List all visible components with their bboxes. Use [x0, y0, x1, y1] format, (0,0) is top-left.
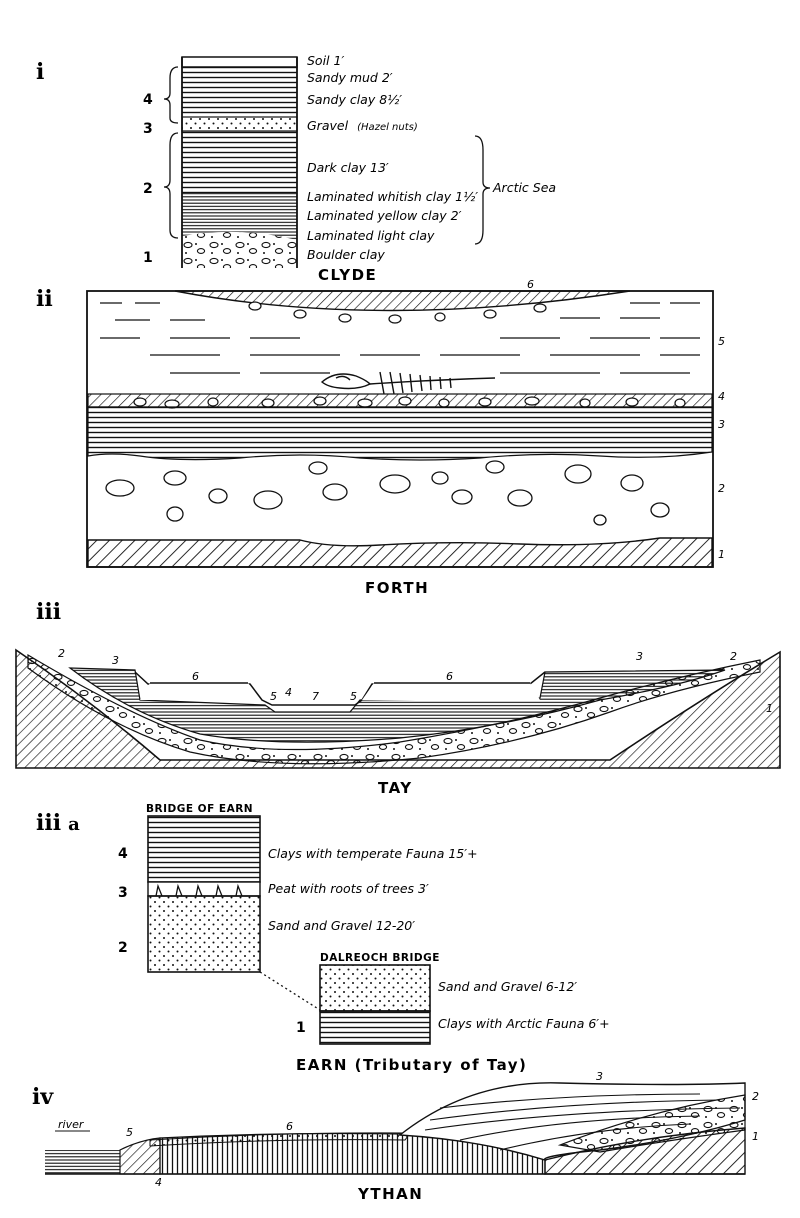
earn-label-clays-temperate: Clays with temperate Fauna 15′+	[268, 846, 478, 861]
tay-number-5-right: 5	[350, 690, 357, 703]
ythan-river-label: river	[58, 1118, 85, 1131]
tay-number-1: 1	[766, 702, 773, 715]
tay-gravel	[27, 653, 761, 765]
panel-ii-forth: ii	[36, 278, 725, 597]
earn-label-sand-gravel: Sand and Gravel 12-20′	[268, 918, 415, 933]
ythan-number-1: 1	[752, 1130, 759, 1143]
ythan-number-2: 2	[752, 1090, 759, 1103]
forth-number-2: 2	[718, 482, 725, 495]
dalreoch-label-clays-arctic: Clays with Arctic Fauna 6′+	[438, 1016, 610, 1031]
clyde-brackets	[163, 66, 491, 245]
ythan-number-5: 5	[126, 1126, 133, 1139]
ythan-layer-6	[149, 1132, 411, 1147]
dalreoch-number-1: 1	[296, 1020, 306, 1036]
ythan-number-6: 6	[286, 1120, 293, 1133]
clyde-group-1: 1	[143, 250, 153, 266]
correlation-dotted-line	[259, 971, 321, 1011]
panel-i-roman: i	[36, 59, 44, 85]
dalreoch-bridge-title: DALREOCH BRIDGE	[320, 952, 440, 964]
ythan-river	[45, 1150, 120, 1174]
forth-layer-3	[87, 406, 713, 461]
tay-number-6-right: 6	[446, 670, 453, 683]
clyde-label-sandy-clay: Sandy clay 8½′	[307, 92, 402, 107]
dalreoch-bridge-column	[319, 964, 431, 1045]
panel-iii-tay: iii 2 3 6 5 4 7 5 6 3 2 1 TAY	[15, 599, 781, 797]
tay-number-5-left: 5	[270, 690, 277, 703]
tay-clays	[68, 667, 726, 743]
forth-layer-1	[87, 537, 713, 568]
tay-number-2-right: 2	[730, 650, 737, 663]
earn-number-4: 4	[118, 846, 128, 862]
earn-number-3: 3	[118, 885, 128, 901]
clyde-column	[181, 56, 298, 268]
ythan-number-4: 4	[155, 1176, 162, 1189]
clyde-label-gravel: Gravel (Hazel nuts)	[307, 115, 418, 134]
forth-layer-6-stones	[248, 301, 547, 324]
forth-caption: FORTH	[365, 579, 429, 597]
tay-number-6-left: 6	[192, 670, 199, 683]
clyde-label-whitish-clay: Laminated whitish clay 1½′	[307, 189, 478, 204]
tay-number-3-left: 3	[112, 654, 119, 667]
clyde-label-boulder-clay: Boulder clay	[307, 247, 385, 262]
clyde-caption: CLYDE	[318, 266, 377, 284]
clyde-label-light-clay: Laminated light clay	[307, 228, 435, 243]
forth-layer-4-stones	[133, 396, 686, 409]
clyde-group-4: 4	[143, 92, 153, 108]
forth-layer-6	[174, 290, 631, 312]
clyde-label-soil: Soil 1′	[307, 53, 344, 68]
tay-caption: TAY	[378, 779, 413, 797]
panel-ii-roman: ii	[36, 286, 53, 312]
dalreoch-label-sand-gravel: Sand and Gravel 6-12′	[438, 979, 577, 994]
ythan-layer-1	[544, 1127, 746, 1175]
tay-number-4: 4	[285, 686, 292, 699]
panel-iiia-roman: iii a	[36, 810, 80, 836]
fish-fossil	[320, 371, 496, 395]
clyde-group-2: 2	[143, 181, 153, 197]
clyde-label-dark-clay: Dark clay 13′	[307, 160, 389, 175]
forth-number-4: 4	[718, 390, 725, 403]
panel-i-clyde: i Soil 1′ Sandy mud 2′ Sandy clay 8½′ Gr…	[36, 53, 556, 284]
clyde-label-sandy-mud: Sandy mud 2′	[307, 70, 393, 85]
panel-iiia-earn: iii a BRIDGE OF EARN 4 3 2 Clays with te…	[36, 803, 610, 1074]
bridge-of-earn-title: BRIDGE OF EARN	[146, 803, 253, 815]
forth-number-3: 3	[718, 418, 725, 431]
ythan-caption: YTHAN	[357, 1185, 423, 1203]
forth-layer-2-boulders	[105, 460, 670, 526]
bridge-of-earn-column	[147, 815, 261, 973]
clyde-label-yellow-clay: Laminated yellow clay 2′	[307, 208, 462, 223]
panel-iv-roman: iv	[32, 1084, 54, 1110]
earn-caption: EARN (Tributary of Tay)	[296, 1056, 527, 1074]
tay-number-2-left: 2	[58, 647, 65, 660]
earn-number-2: 2	[118, 940, 128, 956]
forth-number-5: 5	[718, 335, 725, 348]
forth-number-1: 1	[718, 548, 725, 561]
forth-layer-5-dashes	[100, 302, 700, 374]
tay-number-7: 7	[312, 690, 319, 703]
panel-iii-roman: iii	[36, 599, 61, 625]
earn-label-peat: Peat with roots of trees 3′	[268, 881, 429, 896]
clyde-layer-labels: Soil 1′ Sandy mud 2′ Sandy clay 8½′ Grav…	[307, 53, 478, 262]
ythan-number-3: 3	[596, 1070, 603, 1083]
clyde-group-3: 3	[143, 121, 153, 137]
forth-number-6: 6	[527, 278, 534, 291]
clyde-arctic-sea-label: Arctic Sea	[492, 180, 556, 195]
panel-iv-ythan: iv river 5 6 4 3 2 1 YTHAN	[32, 1070, 759, 1203]
tay-number-3-right: 3	[636, 650, 643, 663]
